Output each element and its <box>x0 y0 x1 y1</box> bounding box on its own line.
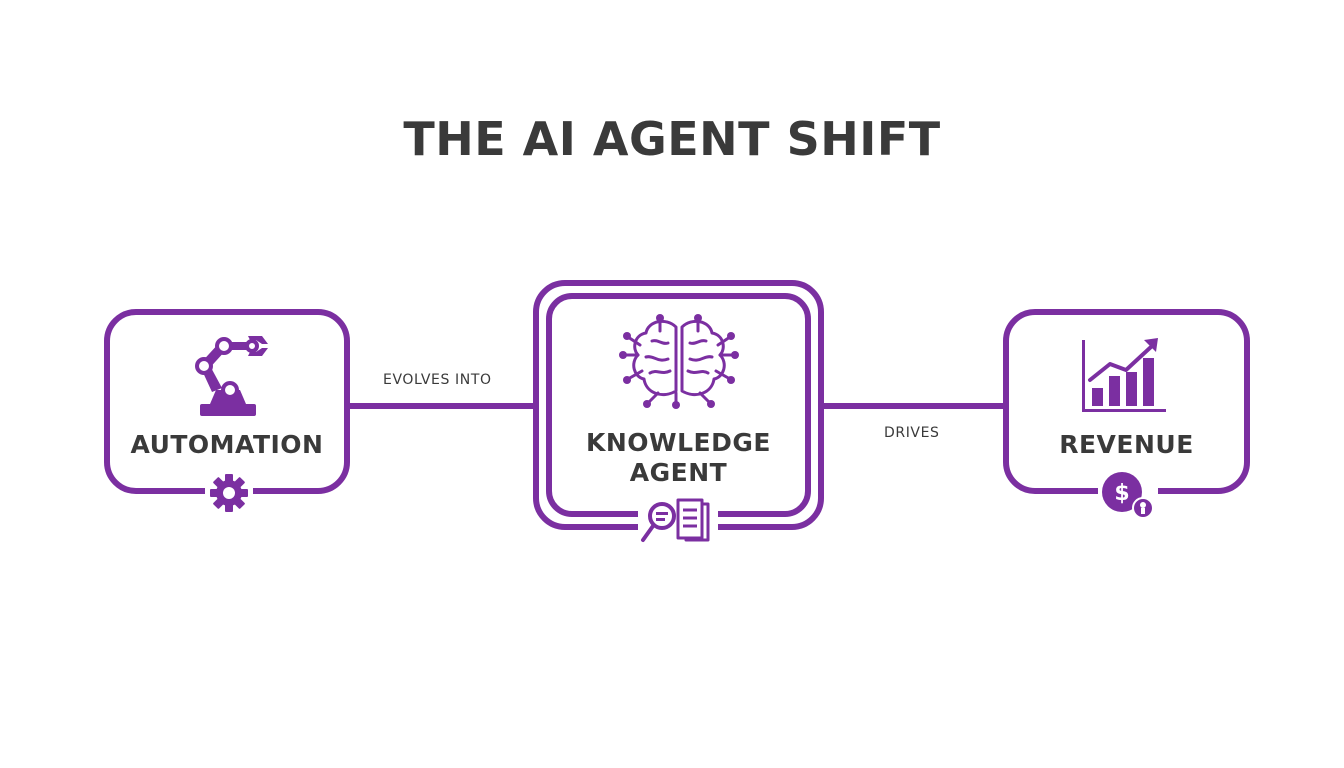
robot-arm-icon <box>195 336 268 416</box>
node-label-knowledge-line1: KNOWLEDGE <box>586 428 771 457</box>
gear-icon <box>205 470 253 516</box>
node-label-automation: AUTOMATION <box>130 430 324 459</box>
page-title: THE AI AGENT SHIFT <box>403 112 941 166</box>
dollar-coin-icon: $ <box>1098 468 1158 522</box>
connector-line-drives <box>818 403 1008 409</box>
node-label-knowledge-agent: KNOWLEDGE AGENT <box>533 428 824 488</box>
connector-line-evolves <box>348 403 540 409</box>
growth-chart-icon <box>1082 338 1166 412</box>
node-label-revenue: REVENUE <box>1059 430 1194 459</box>
connector-label-evolves: EVOLVES INTO <box>383 372 492 388</box>
dollar-symbol: $ <box>1114 481 1129 506</box>
brain-circuit-icon <box>619 314 739 409</box>
connector-label-drives: DRIVES <box>884 425 940 441</box>
node-label-knowledge-line2: AGENT <box>629 458 728 487</box>
document-search-icon <box>638 496 718 546</box>
